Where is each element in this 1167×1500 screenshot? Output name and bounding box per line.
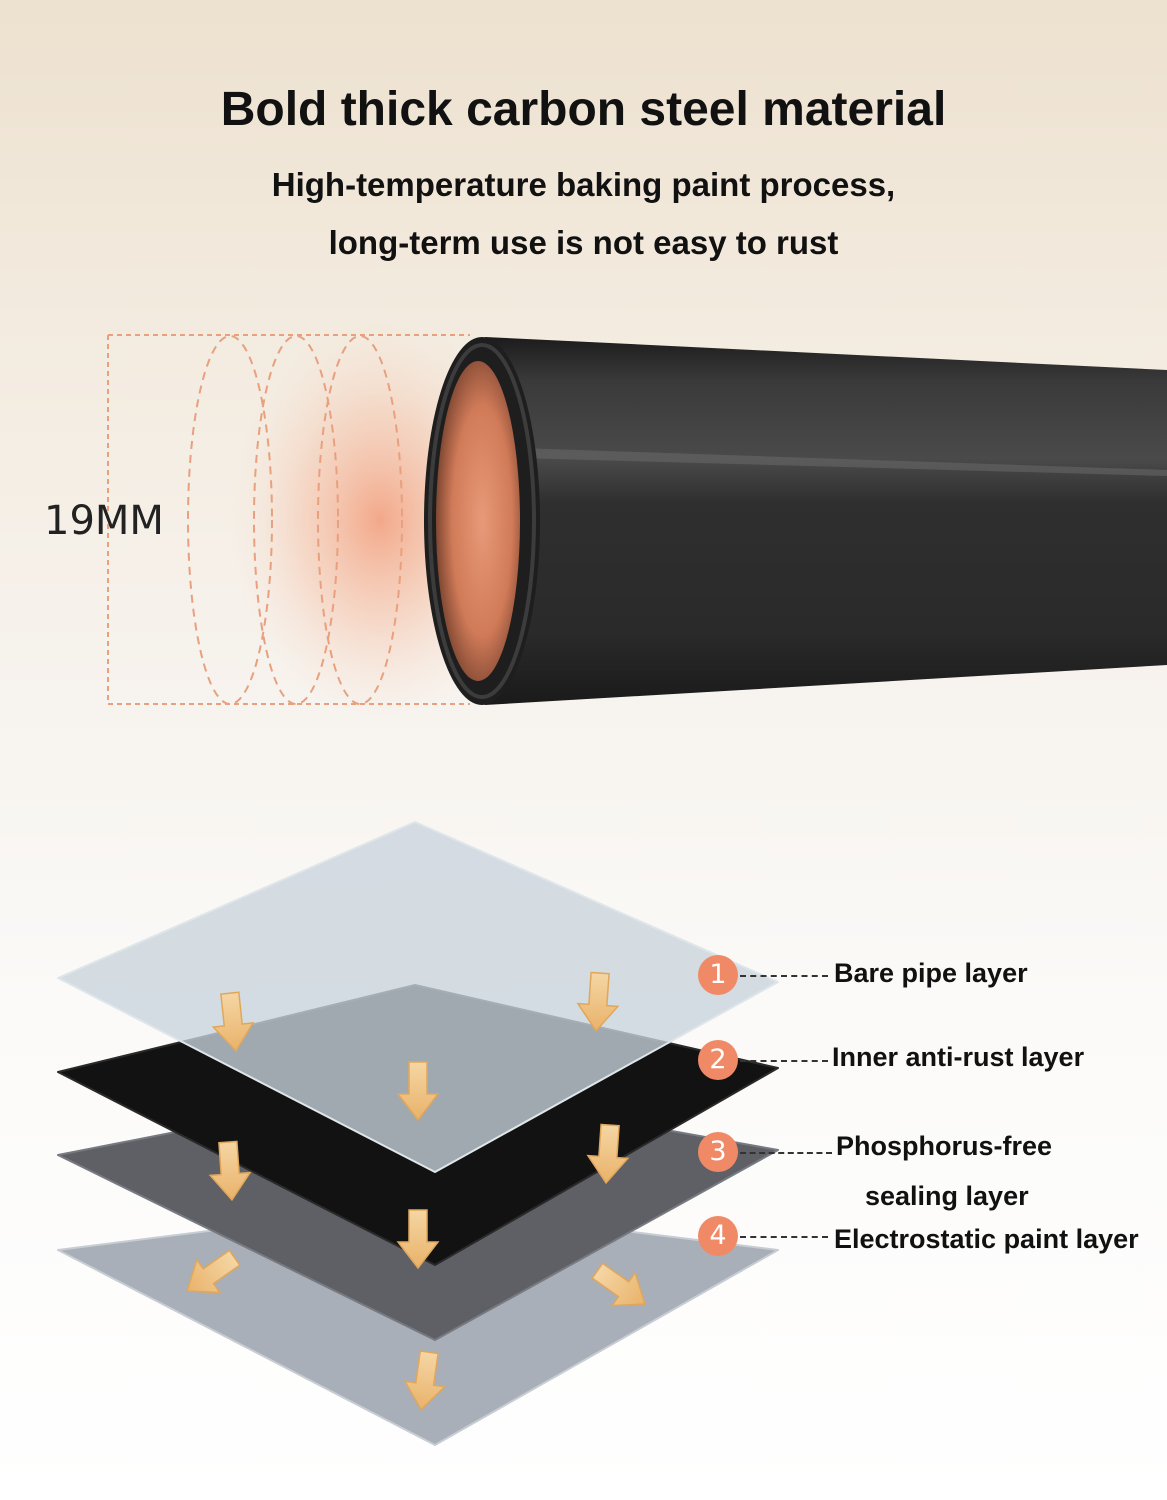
tube-interior (436, 361, 520, 681)
ghost-ring-1 (187, 335, 273, 705)
subtitle-line-1: High-temperature baking paint process, (271, 166, 896, 203)
layer-1-plate (57, 821, 779, 1173)
layer-4-label: Electrostatic paint layer (834, 1224, 1139, 1254)
steel-tube-illustration (107, 320, 1167, 720)
layer-1-label: Bare pipe layer (834, 958, 1028, 988)
layer-2-label: Inner anti-rust layer (832, 1042, 1085, 1072)
layer-3-leader (740, 1152, 832, 1154)
layer-2-badge: 2 (698, 1040, 738, 1080)
tube-body (485, 337, 1167, 705)
page-title: Bold thick carbon steel material (220, 83, 947, 136)
layer-1-leader (740, 975, 828, 977)
subtitle-line-2: long-term use is not easy to rust (328, 224, 839, 261)
layer-3-label-line-2: sealing layer (865, 1181, 1029, 1211)
layer-1-badge: 1 (698, 955, 738, 995)
coating-layers-illustration (57, 821, 779, 1446)
layer-4-leader (740, 1236, 828, 1238)
layer-4-badge: 4 (698, 1216, 738, 1256)
layer-2-leader (740, 1060, 828, 1062)
tube-highlight (520, 448, 1167, 476)
diameter-label: 19MM (44, 498, 164, 544)
ghost-ring-2 (253, 335, 339, 705)
layer-3-badge: 3 (698, 1132, 738, 1172)
layer-3-label-line-1: Phosphorus-free (836, 1131, 1053, 1161)
ghost-ring-3 (317, 335, 403, 705)
tube-rim-edge (428, 343, 536, 699)
